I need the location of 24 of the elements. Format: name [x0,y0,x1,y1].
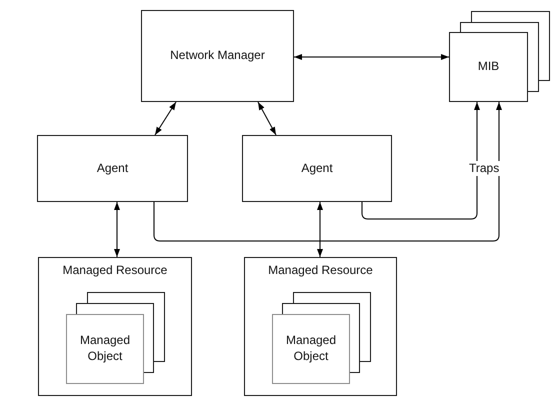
line-label: Traps [466,161,502,176]
box-label: Agent [96,160,128,176]
box-label: Managed Object [78,333,132,365]
double-arrow [114,202,120,258]
double-arrow [154,102,176,136]
process-box [37,135,188,202]
box-label: Agent [301,160,333,176]
double-arrow [258,102,276,136]
container-box [38,257,192,396]
container-box [244,257,397,396]
double-arrow [294,54,450,60]
process-box [242,135,392,202]
box-label: MIB [478,59,500,75]
box-label: Network Manager [170,48,265,64]
container-title: Managed Resource [62,263,168,279]
process-box [141,10,294,102]
stacked-box [272,292,371,384]
double-arrow [317,202,323,258]
arrow [362,102,480,220]
container-title: Managed Resource [268,263,373,279]
arrow [154,102,502,242]
stacked-box [66,292,165,384]
box-label: Managed Object [284,333,338,365]
stacked-box [449,11,550,102]
